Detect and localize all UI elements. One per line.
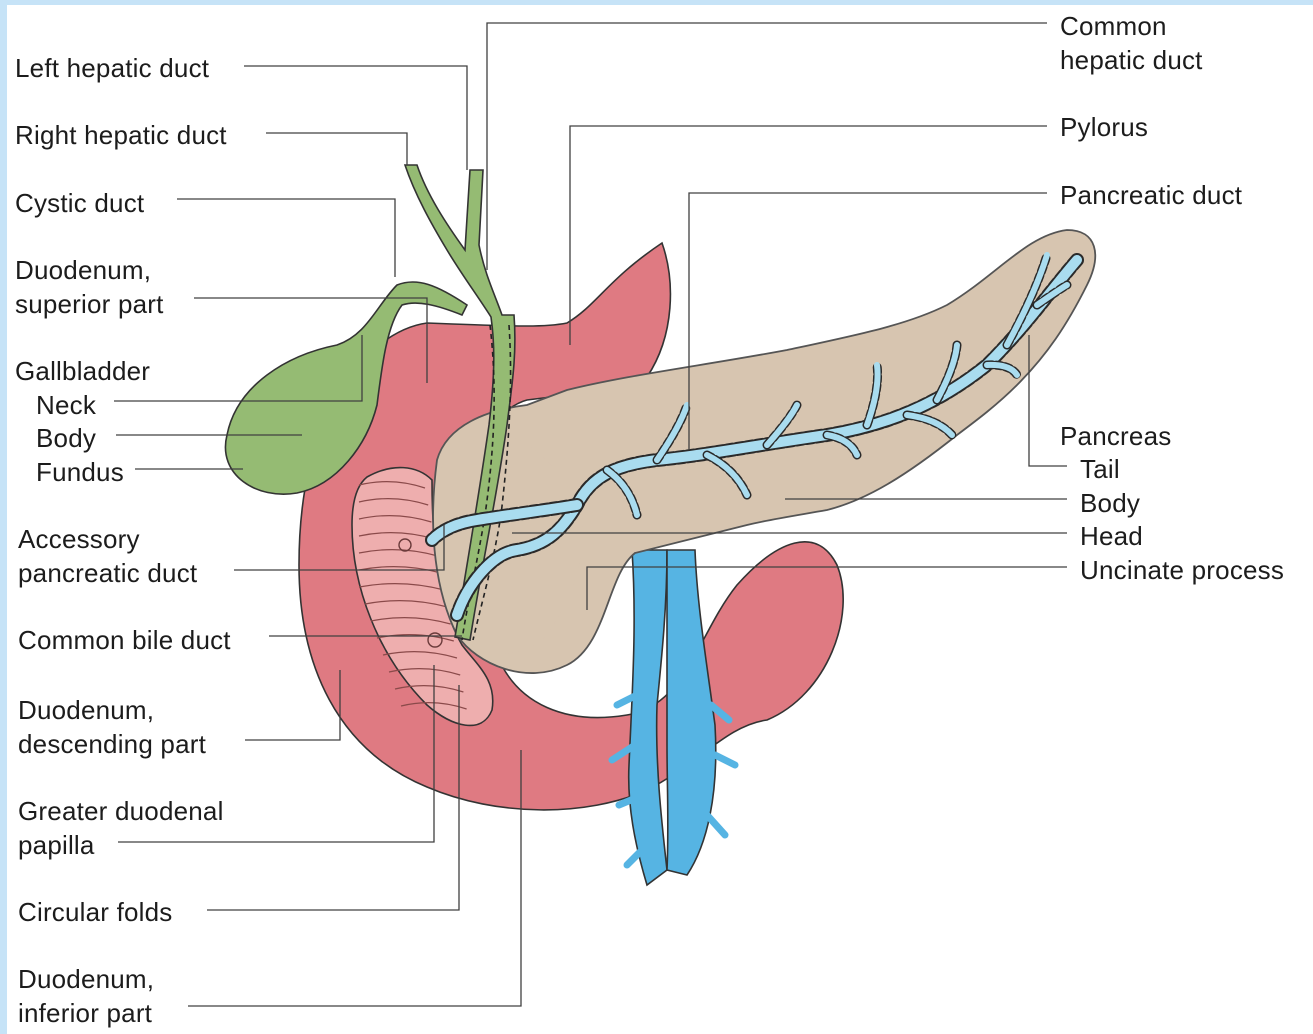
label-gallbladder-neck: Neck	[36, 388, 96, 422]
leader-line	[487, 23, 1047, 270]
label-uncinate-process: Uncinate process	[1080, 553, 1284, 587]
label-common-hepatic-2: hepatic duct	[1060, 43, 1203, 77]
label-gallbladder: Gallbladder	[15, 354, 150, 388]
label-duodenum-descending-1: Duodenum,	[18, 693, 154, 727]
diagram-canvas: Left hepatic duct Right hepatic duct Cys…	[7, 5, 1313, 1034]
label-pancreas-tail: Tail	[1080, 452, 1120, 486]
leader-line	[244, 66, 467, 170]
label-duodenum-descending-2: descending part	[18, 727, 206, 761]
leader-line	[266, 133, 407, 165]
label-right-hepatic-duct: Right hepatic duct	[15, 118, 227, 152]
label-accessory-1: Accessory	[18, 522, 140, 556]
label-duodenum-superior-1: Duodenum,	[15, 253, 151, 287]
label-papilla-2: papilla	[18, 828, 95, 862]
label-left-hepatic-duct: Left hepatic duct	[15, 51, 209, 85]
label-papilla-1: Greater duodenal	[18, 794, 224, 828]
label-accessory-2: pancreatic duct	[18, 556, 197, 590]
label-common-hepatic-1: Common	[1060, 9, 1167, 43]
label-pylorus: Pylorus	[1060, 110, 1148, 144]
vessel-branch	[707, 815, 725, 835]
vessel-right	[667, 550, 716, 875]
label-gallbladder-fundus: Fundus	[36, 455, 124, 489]
vessel-branch	[715, 755, 735, 765]
label-common-bile-duct: Common bile duct	[18, 623, 231, 657]
label-duodenum-superior-2: superior part	[15, 287, 164, 321]
leader-line	[177, 199, 395, 277]
label-gallbladder-body: Body	[36, 421, 96, 455]
label-pancreas: Pancreas	[1060, 419, 1171, 453]
label-pancreas-head: Head	[1080, 519, 1143, 553]
label-pancreatic-duct: Pancreatic duct	[1060, 178, 1242, 212]
label-circular-folds: Circular folds	[18, 895, 173, 929]
label-pancreas-body: Body	[1080, 486, 1140, 520]
label-duodenum-inferior-2: inferior part	[18, 996, 152, 1030]
label-cystic-duct: Cystic duct	[15, 186, 144, 220]
label-duodenum-inferior-1: Duodenum,	[18, 962, 154, 996]
